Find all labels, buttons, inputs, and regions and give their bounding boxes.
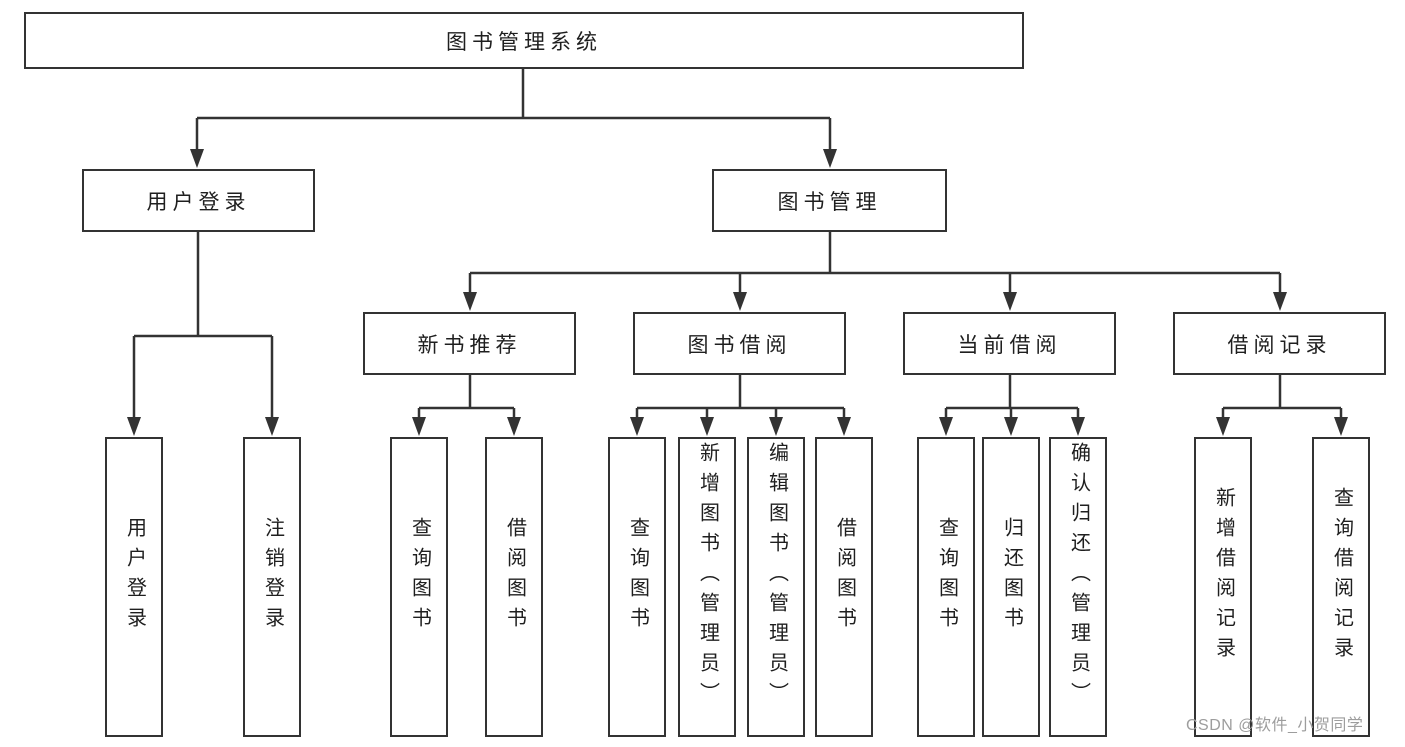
leaf-label: 查询图书: [408, 517, 431, 637]
leaf-user-login: 用户登录: [105, 437, 163, 737]
leaf-label: 查询图书: [935, 517, 958, 637]
node-new-book-recommend: 新书推荐: [363, 312, 576, 375]
leaf-label: 借阅图书: [503, 517, 526, 637]
connector-lines: [132, 69, 1343, 419]
connector-borrow-children: [635, 375, 846, 419]
leaf-edit-book-admin: 编辑图书（管理员）: [747, 437, 805, 737]
leaf-query-books-current: 查询图书: [917, 437, 975, 737]
leaf-label: 确认归还（管理员）: [1067, 442, 1090, 712]
leaf-label: 查询借阅记录: [1330, 487, 1353, 667]
connector-current-children: [944, 375, 1080, 419]
leaf-borrow-books-borrowing: 借阅图书: [815, 437, 873, 737]
leaf-logout-login: 注销登录: [243, 437, 301, 737]
connector-login-children: [132, 232, 274, 419]
leaf-label: 归还图书: [1000, 517, 1023, 637]
node-current-borrowing: 当前借阅: [903, 312, 1116, 375]
leaf-label: 新增借阅记录: [1212, 487, 1235, 667]
node-book-management: 图书管理: [712, 169, 947, 232]
node-book-borrowing: 图书借阅: [633, 312, 846, 375]
connector-root-to-level2: [195, 69, 832, 152]
leaf-label: 查询图书: [626, 517, 649, 637]
leaf-label: 借阅图书: [833, 517, 856, 637]
arrowhead-icons: [127, 149, 1348, 436]
leaf-label: 用户登录: [123, 517, 146, 637]
leaf-add-book-admin: 新增图书（管理员）: [678, 437, 736, 737]
leaf-query-books-borrowing: 查询图书: [608, 437, 666, 737]
leaf-return-book: 归还图书: [982, 437, 1040, 737]
leaf-label: 编辑图书（管理员）: [765, 442, 788, 712]
leaf-add-borrow-record: 新增借阅记录: [1194, 437, 1252, 737]
csdn-watermark: CSDN @软件_小贺同学: [1186, 717, 1364, 734]
node-user-login: 用户登录: [82, 169, 315, 232]
connector-mgmt-children: [468, 232, 1282, 294]
leaf-label: 新增图书（管理员）: [696, 442, 719, 712]
node-borrow-records: 借阅记录: [1173, 312, 1386, 375]
node-root: 图书管理系统: [24, 12, 1024, 69]
leaf-confirm-return-admin: 确认归还（管理员）: [1049, 437, 1107, 737]
leaf-borrow-books-recommend: 借阅图书: [485, 437, 543, 737]
leaf-query-books-recommend: 查询图书: [390, 437, 448, 737]
connector-newbook-children: [417, 375, 516, 419]
connector-records-children: [1221, 375, 1343, 419]
leaf-query-borrow-record: 查询借阅记录: [1312, 437, 1370, 737]
leaf-label: 注销登录: [261, 517, 284, 637]
